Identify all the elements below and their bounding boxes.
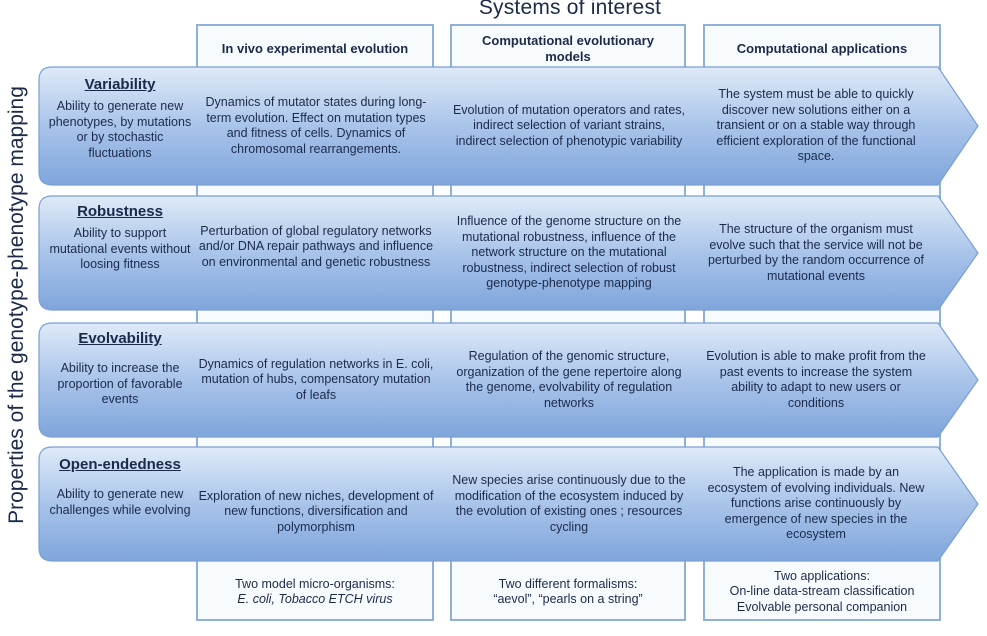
- row-title-robustness: Robustness: [77, 203, 163, 220]
- column-header-in-vivo: In vivo experimental evolution: [221, 41, 409, 56]
- row-arrow-shape: [38, 322, 979, 438]
- row-band-variability: Variability Ability to generate new phen…: [38, 66, 980, 186]
- footer-in-vivo: Two model micro-organisms: E. coli, Toba…: [198, 566, 432, 618]
- column-header-applications: Computational applications: [736, 41, 908, 56]
- row-desc-evolvability: Ability to increase the proportion of fa…: [57, 361, 183, 406]
- row-band-robustness: Robustness Ability to support mutational…: [38, 195, 980, 311]
- cell-variability-in-vivo: Dynamics of mutator states during long-t…: [205, 95, 427, 156]
- row-band-evolvability: Evolvability Ability to increase the pro…: [38, 322, 980, 438]
- row-desc-variability: Ability to generate new phenotypes, by m…: [48, 99, 192, 160]
- footer-applications-line2: On-line data-stream classification: [729, 584, 915, 599]
- cell-robustness-models: Influence of the genome structure on the…: [456, 214, 682, 291]
- side-title-container: Properties of the genotype-phenotype map…: [2, 60, 32, 550]
- row-header-robustness: Robustness Ability to support mutational…: [46, 203, 194, 273]
- row-desc-open-endedness: Ability to generate new challenges while…: [49, 487, 191, 517]
- row-title-variability: Variability: [84, 76, 156, 93]
- footer-computational-models: Two different formalisms: “aevol”, “pear…: [452, 566, 684, 618]
- row-band-open-endedness: Open-endedness Ability to generate new c…: [38, 446, 980, 562]
- cell-open-endedness-models: New species arise continuously due to th…: [452, 473, 686, 534]
- footer-in-vivo-line1: Two model micro-organisms:: [235, 576, 395, 591]
- row-arrow-shape: [38, 195, 979, 311]
- column-header-computational-models: Computational evolutionary models: [482, 33, 654, 64]
- row-header-evolvability: Evolvability Ability to increase the pro…: [46, 330, 194, 408]
- row-arrow-shape: [38, 66, 979, 186]
- cell-variability-applications: The system must be able to quickly disco…: [716, 87, 916, 164]
- footer-models-line1: Two different formalisms:: [498, 576, 638, 591]
- cell-open-endedness-in-vivo: Exploration of new niches, development o…: [198, 488, 434, 534]
- row-header-open-endedness: Open-endedness Ability to generate new c…: [46, 456, 194, 518]
- row-title-evolvability: Evolvability: [78, 330, 162, 347]
- side-title: Properties of the genotype-phenotype map…: [5, 86, 28, 524]
- row-header-variability: Variability Ability to generate new phen…: [46, 76, 194, 161]
- cell-open-endedness-applications: The application is made by an ecosystem …: [707, 465, 925, 542]
- cell-robustness-applications: The structure of the organism must evolv…: [707, 222, 925, 283]
- footer-in-vivo-line2: E. coli, Tobacco ETCH virus: [237, 592, 393, 606]
- row-title-open-endedness: Open-endedness: [59, 456, 181, 473]
- row-arrow-shape: [38, 446, 979, 562]
- row-desc-robustness: Ability to support mutational events wit…: [49, 226, 191, 271]
- footer-applications-line3: Evolvable personal companion: [736, 599, 908, 614]
- cell-evolvability-in-vivo: Dynamics of regulation networks in E. co…: [198, 356, 434, 402]
- footer-applications-line1: Two applications:: [774, 568, 870, 583]
- cell-evolvability-models: Regulation of the genomic structure, org…: [456, 349, 682, 410]
- footer-models-line2: “aevol”, “pearls on a string”: [493, 592, 643, 606]
- cell-robustness-in-vivo: Perturbation of global regulatory networ…: [198, 223, 434, 269]
- cell-evolvability-applications: Evolution is able to make profit from th…: [706, 349, 926, 410]
- diagram-title: Systems of interest: [478, 0, 662, 19]
- cell-variability-models: Evolution of mutation operators and rate…: [452, 102, 686, 148]
- footer-applications: Two applications: On-line data-stream cl…: [705, 566, 939, 618]
